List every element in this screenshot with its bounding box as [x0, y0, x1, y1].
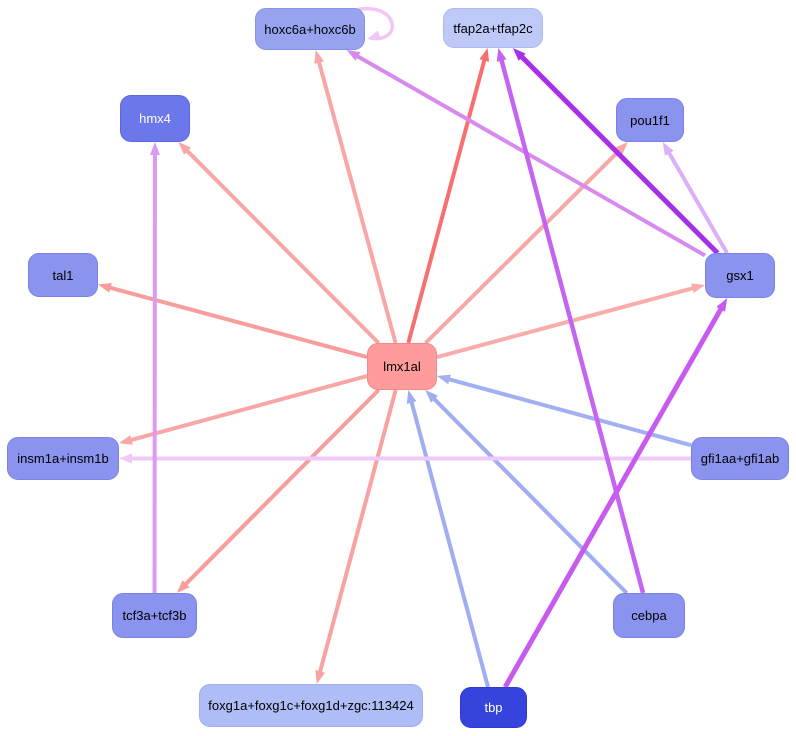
node-label: hoxc6a+hoxc6b — [264, 21, 356, 37]
node-tcf3a_tcf3b[interactable]: tcf3a+tcf3b — [112, 593, 197, 638]
node-label: tcf3a+tcf3b — [122, 608, 187, 623]
edge-lmx1al-to-hoxc6a_hoxc6b — [314, 50, 398, 344]
edge-hoxc6a_hoxc6b-to-hoxc6a_hoxc6b — [350, 7, 395, 41]
edge-lmx1al-to-gsx1 — [436, 283, 705, 360]
node-hoxc6a_hoxc6b[interactable]: hoxc6a+hoxc6b — [255, 8, 365, 50]
node-gfi1aa_gfi1ab[interactable]: gfi1aa+gfi1ab — [691, 437, 789, 480]
node-insm1a_insm1b[interactable]: insm1a+insm1b — [7, 437, 119, 480]
edge-cebpa-to-tfap2a_tfap2c — [496, 48, 646, 594]
edge-gsx1-to-hoxc6a_hoxc6b — [346, 50, 706, 258]
node-label: tfap2a+tfap2c — [453, 20, 533, 36]
edge-lmx1al-to-tfap2a_tfap2c — [406, 48, 490, 344]
node-label: tal1 — [52, 267, 74, 283]
edge-lmx1al-to-insm1a_insm1b — [119, 374, 368, 445]
edge-tbp-to-lmx1al — [406, 390, 490, 688]
node-label: tbp — [484, 700, 503, 715]
node-lmx1al[interactable]: lmx1al — [367, 343, 437, 390]
node-label: insm1a+insm1b — [17, 451, 109, 466]
node-tbp[interactable]: tbp — [460, 687, 527, 728]
node-pou1f1[interactable]: pou1f1 — [616, 98, 684, 142]
edge-lmx1al-to-pou1f1 — [424, 142, 628, 345]
edge-tcf3a_tcf3b-to-hmx4 — [149, 142, 160, 594]
node-tal1[interactable]: tal1 — [28, 253, 98, 297]
edge-lmx1al-to-tal1 — [98, 283, 368, 359]
node-cebpa[interactable]: cebpa — [613, 593, 685, 638]
node-tfap2a_tfap2c[interactable]: tfap2a+tfap2c — [443, 8, 543, 48]
node-label: cebpa — [631, 608, 667, 623]
edge-gfi1aa_gfi1ab-to-insm1a_insm1b — [119, 453, 691, 464]
node-label: lmx1al — [383, 359, 421, 374]
node-label: pou1f1 — [630, 112, 670, 128]
edge-gsx1-to-tfap2a_tfap2c — [512, 48, 720, 255]
edge-tbp-to-gsx1 — [503, 298, 728, 689]
edge-lmx1al-to-hmx4 — [178, 142, 381, 345]
node-label: hmx4 — [139, 111, 171, 126]
node-foxg1a_foxg1c_foxg1d_zgc113424[interactable]: foxg1a+foxg1c+foxg1d+zgc:113424 — [199, 684, 423, 727]
edge-gsx1-to-pou1f1 — [662, 142, 729, 255]
node-hmx4[interactable]: hmx4 — [120, 95, 190, 142]
edge-lmx1al-to-tcf3a_tcf3b — [176, 388, 381, 593]
node-gsx1[interactable]: gsx1 — [705, 253, 775, 298]
node-label: gsx1 — [726, 268, 754, 283]
edge-cebpa-to-lmx1al — [425, 390, 629, 595]
edge-lmx1al-to-foxg1a_foxg1c_foxg1d_zgc113424 — [315, 389, 398, 684]
node-label: gfi1aa+gfi1ab — [700, 451, 780, 466]
node-label: foxg1a+foxg1c+foxg1d+zgc:113424 — [208, 698, 414, 713]
